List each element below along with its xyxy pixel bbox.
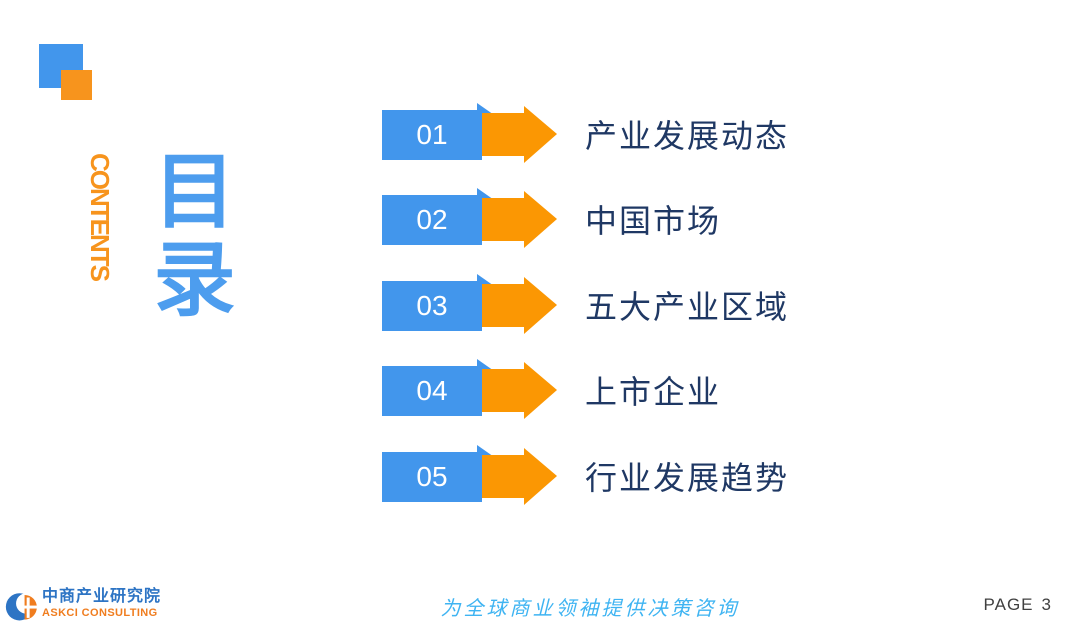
page-number-value: 3 (1041, 595, 1052, 614)
toc-item-label: 上市企业 (585, 374, 722, 410)
arrow-icon (382, 188, 557, 248)
arrow-icon (382, 359, 557, 419)
toc-item-3[interactable]: 03 五大产业区域 (382, 272, 1022, 342)
toc-item-number: 01 (416, 119, 448, 150)
arrow-icon (382, 103, 557, 163)
arrow-icon (382, 445, 557, 505)
toc-item-number: 02 (416, 204, 448, 235)
page-number: PAGE 3 (984, 595, 1052, 615)
toc-item-1[interactable]: 01 产业发展动态 (382, 101, 1022, 171)
contents-vertical-label: CONTENTS (85, 153, 115, 280)
logo-name-en: ASKCI CONSULTING (42, 607, 158, 619)
toc-item-label: 五大产业区域 (585, 289, 790, 325)
arrow-icon (382, 274, 557, 334)
toc-item-5[interactable]: 05 行业发展趋势 (382, 443, 1022, 513)
toc-item-2[interactable]: 02 中国市场 (382, 186, 1022, 256)
toc-item-label: 行业发展趋势 (585, 460, 790, 496)
toc-item-number: 03 (416, 290, 448, 321)
toc-item-number: 05 (416, 461, 448, 492)
page-title: 目录 (141, 148, 232, 324)
footer-slogan: 为全球商业领袖提供决策咨询 (440, 598, 740, 620)
company-logo: 中商产业研究院 ASKCI CONSULTING (5, 589, 161, 623)
toc-item-label: 产业发展动态 (585, 118, 790, 154)
toc-item-number: 04 (416, 375, 448, 406)
toc-item-4[interactable]: 04 上市企业 (382, 357, 1022, 427)
askci-logo-icon (5, 593, 38, 621)
logo-name-cn: 中商产业研究院 (42, 588, 162, 605)
deco-square-orange (61, 70, 92, 100)
toc-item-label: 中国市场 (585, 203, 722, 239)
page-word: PAGE (983, 595, 1034, 614)
